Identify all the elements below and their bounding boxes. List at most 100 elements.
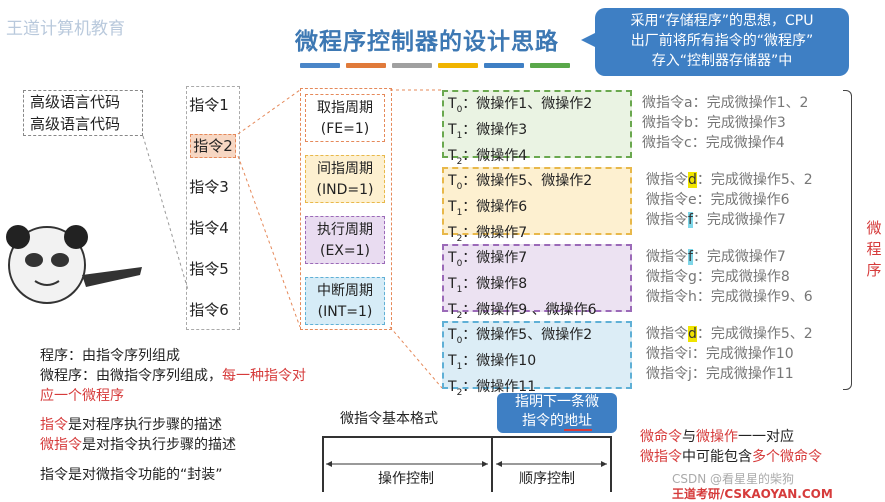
micro-op-row: T0：微操作5、微操作2 (448, 171, 630, 197)
def-microprogram: 微程序：由微指令序列组成，每一种指令对 (40, 365, 306, 385)
color-bar (530, 63, 570, 68)
footer-watermark: CSDN @看星星的柴狗 (672, 472, 795, 486)
time-label: T (448, 301, 457, 318)
micro-instruction-line: 微指令j：完成微操作11 (646, 364, 794, 384)
micro-op-row: T0：微操作1、微操作2 (448, 94, 630, 120)
note1-a: 微命令 (640, 429, 682, 445)
desc-micro-instruction: 微指令是对指令执行步骤的描述 (40, 434, 236, 454)
mi-letter: b (684, 115, 693, 131)
mi-text: ：完成微操作7 (692, 249, 786, 265)
time-label: T (448, 121, 457, 138)
mi-letter: f (688, 212, 693, 228)
color-bar (438, 63, 478, 68)
cycle-name: 取指周期 (317, 100, 373, 116)
micro-op-row: T1：微操作8 (448, 274, 630, 300)
micro-instruction-line: 微指令h：完成微操作9、6 (646, 287, 813, 307)
cycle-box: 取指周期(FE=1) (305, 94, 385, 142)
micro-op-text: ：微操作7 (462, 250, 528, 266)
source-code-line-1: 高级语言代码 (30, 93, 121, 111)
connector-code-to-instr (142, 135, 189, 291)
cycle-code: (EX=1) (320, 243, 370, 259)
micro-op-text: ：微操作6 (462, 198, 528, 215)
tip-line-2b: 地址 (564, 413, 592, 431)
cycle-column (300, 88, 392, 330)
micro-op-text: ：微操作7 (462, 224, 528, 241)
desc-encapsulation: 指令是对微指令功能的“封装” (40, 467, 223, 483)
micro-op-row: T2：微操作7 (448, 223, 630, 249)
mi-text: ：完成微操作11 (691, 366, 794, 382)
time-label: T (448, 352, 457, 369)
def-micro-part2: 每一种指令对 (222, 368, 306, 384)
tip-line-2: 指令的地址 (497, 412, 617, 431)
micro-op-row: T1：微操作10 (448, 351, 630, 377)
micro-instruction-line: 微指令a：完成微操作1、2 (642, 93, 808, 113)
note2-c: 多个微命令 (752, 449, 822, 465)
cycle-code: (INT=1) (317, 304, 373, 320)
note2-a: 微指令 (640, 449, 682, 465)
time-subscript: 2 (456, 156, 463, 167)
panda-meme-image (2, 215, 147, 315)
time-subscript: 0 (456, 181, 463, 192)
mi-prefix: 微指令 (646, 366, 688, 382)
time-label: T (448, 198, 457, 215)
cycle-box: 间指周期(IND=1) (305, 155, 385, 203)
note1-c: 微操作 (696, 429, 738, 445)
mi-text: ：完成微操作7 (692, 212, 786, 228)
mi-text: ：完成微操作4 (691, 135, 785, 151)
micro-op-text: ：微操作9 、微操作6 (462, 301, 597, 318)
micro-op-row: T1：微操作3 (448, 120, 630, 146)
micro-op-text: ：微操作5、微操作2 (462, 173, 593, 189)
source-code-box: 高级语言代码 高级语言代码 (23, 90, 143, 136)
watermark-text: 王道计算机教育 (6, 19, 125, 39)
mi-prefix: 微指令 (646, 192, 688, 208)
cycle-name: 间指周期 (317, 161, 373, 177)
micro-op-row: T1：微操作6 (448, 197, 630, 223)
time-label: T (448, 378, 457, 395)
micro-instruction-line: 微指令i：完成微操作10 (646, 344, 794, 364)
tip-line-2a: 指令的 (522, 413, 564, 429)
note1-b: 与 (682, 429, 696, 445)
color-bar (300, 63, 340, 68)
micro-op-row: T2：微操作9 、微操作6 (448, 300, 630, 326)
mi-prefix: 微指令 (642, 95, 684, 111)
callout-line-2: 出厂前将所有指令的“微程序” (630, 33, 814, 49)
mi-prefix: 微指令 (642, 135, 684, 151)
micro-op-text: ：微操作1、微操作2 (462, 96, 593, 112)
cycle-box: 执行周期 (EX=1) (305, 216, 385, 264)
micro-instruction-line: 微指令d：完成微操作5、2 (646, 324, 813, 344)
mi-text: ：完成微操作8 (696, 269, 790, 285)
desc2-red: 微指令 (40, 437, 82, 453)
instruction-item: 指令4 (189, 219, 229, 237)
desc2-rest: 是对指令执行步骤的描述 (82, 437, 236, 453)
mi-letter: d (688, 326, 697, 342)
mi-text: ：完成微操作5、2 (696, 326, 813, 342)
format-table (322, 436, 612, 492)
note2-b: 中可能包含 (682, 449, 752, 465)
micro-op-text: ：微操作11 (462, 378, 537, 395)
time-subscript: 1 (456, 130, 463, 141)
cycle-name: 执行周期 (317, 222, 373, 238)
time-label: T (448, 147, 457, 164)
mi-letter: j (688, 366, 692, 382)
mi-text: ：完成微操作6 (696, 192, 790, 208)
time-label: T (448, 275, 457, 292)
connector-cycle-bottom (389, 326, 443, 389)
mi-letter: f (688, 249, 693, 265)
footer-logo: 王道考研/CSKAOYAN.COM (672, 487, 833, 501)
micro-op-row: T0：微操作7 (448, 248, 630, 274)
micro-instruction-line: 微指令e：完成微操作6 (646, 190, 790, 210)
note-micro-instruction: 微指令中可能包含多个微命令 (640, 446, 822, 466)
instruction-item: 指令2 (190, 134, 236, 158)
instruction-item: 指令1 (189, 96, 229, 114)
mi-letter: a (684, 95, 693, 111)
micro-instruction-line: 微指令d：完成微操作5、2 (646, 170, 813, 190)
def-micro-part3: 应一个微程序 (40, 388, 124, 404)
time-subscript: 2 (456, 233, 463, 244)
cycle-box: 中断周期(INT=1) (305, 277, 385, 325)
callout-bubble: 采用“存储程序”的思想，CPU 出厂前将所有指令的“微程序” 存入“控制器存储器… (581, 8, 849, 76)
field-operation-control: 操作控制 (372, 468, 440, 488)
